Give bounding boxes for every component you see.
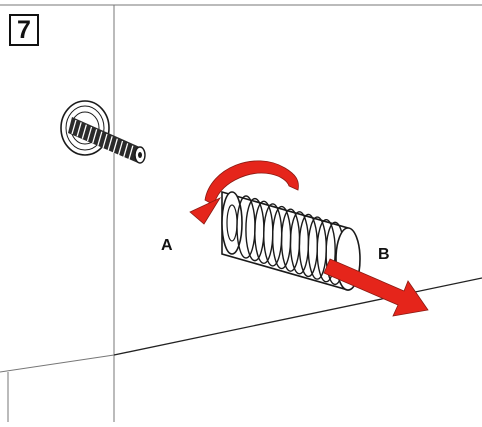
- label-b: B: [378, 246, 390, 263]
- rotate-arrow-icon: [189, 160, 299, 225]
- step-number-badge: 7: [9, 14, 39, 46]
- rod-thread-line: [107, 136, 113, 151]
- rod-thread-line: [71, 119, 77, 135]
- rod-thread-line: [97, 131, 103, 146]
- rod-thread-line: [76, 122, 82, 137]
- rod-thread-line: [112, 138, 118, 153]
- floor-wall-line: [113, 277, 482, 356]
- sleeve-thread-ring: [316, 219, 336, 283]
- rod-thread-line: [128, 145, 134, 160]
- rod-thread-line: [92, 129, 98, 144]
- rod-thread-line: [102, 133, 108, 149]
- label-a: A: [161, 237, 173, 254]
- wall-edges: [0, 4, 482, 422]
- rod-thread-line: [123, 143, 129, 158]
- tile-seam-left: [0, 354, 115, 373]
- rod-thread-line: [86, 126, 93, 142]
- rod-thread-line: [81, 124, 87, 139]
- pull-arrow-icon: [323, 258, 429, 317]
- threaded-rod-icon: [68, 117, 146, 164]
- rod-thread-line: [117, 140, 124, 156]
